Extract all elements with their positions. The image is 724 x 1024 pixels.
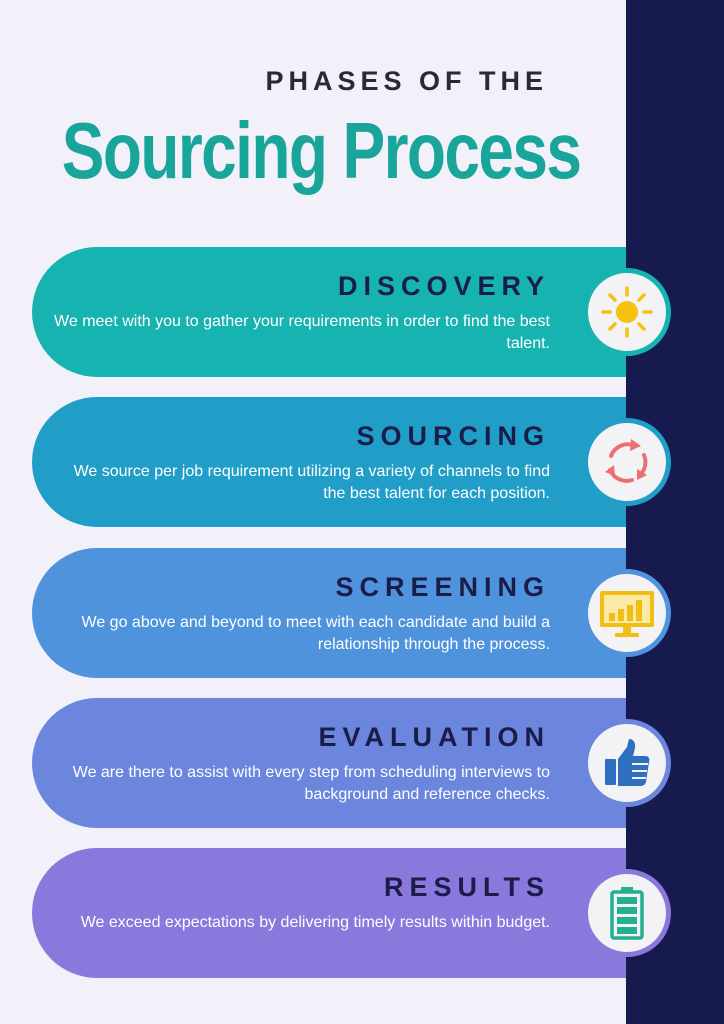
phase-discovery: DISCOVERY We meet with you to gather you…: [32, 247, 626, 377]
right-band: [626, 0, 724, 1024]
page-title: Sourcing Process: [61, 106, 582, 195]
sun-icon: [601, 286, 653, 338]
phase-description: We meet with you to gather your requirem…: [54, 313, 550, 352]
phase-icon-circle: [583, 418, 671, 506]
phase-description: We are there to assist with every step f…: [72, 764, 550, 803]
battery-full-icon: [610, 887, 644, 940]
header-kicker: PHASES OF THE: [265, 66, 548, 96]
monitor-chart-icon: [600, 591, 654, 637]
phase-icon-circle: [583, 869, 671, 957]
phase-description: We exceed expectations by delivering tim…: [80, 914, 550, 931]
refresh-cycle-icon: [605, 439, 648, 483]
phase-icon-circle: [583, 569, 671, 657]
phase-icon-circle: [583, 268, 671, 356]
phase-title: SCREENING: [335, 572, 550, 602]
phase-description: We go above and beyond to meet with each…: [81, 614, 550, 653]
phase-screening: SCREENING We go above and beyond to meet…: [32, 548, 626, 678]
phase-title: DISCOVERY: [337, 271, 550, 301]
phase-title: SOURCING: [356, 421, 550, 451]
phase-title: EVALUATION: [318, 722, 550, 752]
phase-description: We source per job requirement utilizing …: [73, 463, 550, 502]
phase-results: RESULTS We exceed expectations by delive…: [32, 848, 626, 978]
thumbs-up-icon: [605, 739, 650, 786]
phase-evaluation: EVALUATION We are there to assist with e…: [32, 698, 626, 828]
phase-icon-circle: [583, 719, 671, 807]
phase-sourcing: SOURCING We source per job requirement u…: [32, 397, 626, 527]
phase-title: RESULTS: [383, 872, 550, 902]
